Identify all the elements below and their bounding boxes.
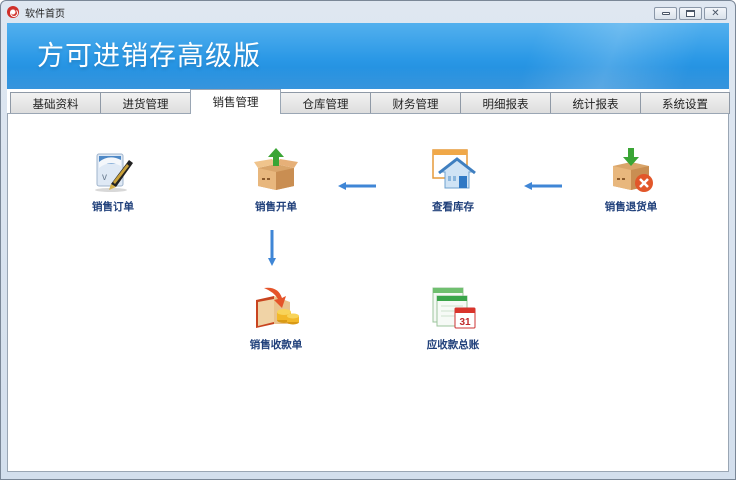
tab-label: 基础资料 xyxy=(32,96,79,111)
wallet-coins-icon xyxy=(252,284,300,332)
header-banner: 方可进销存高级版 xyxy=(7,23,729,89)
close-icon: ✕ xyxy=(711,7,720,19)
receivables-ledger-label: 应收款总账 xyxy=(426,339,480,351)
calendar-day: 31 xyxy=(459,317,471,328)
sales-order-label: 销售订单 xyxy=(92,201,134,213)
sales-receipt-button[interactable]: 销售收款单 xyxy=(231,284,321,352)
sales-invoice-label: 销售开单 xyxy=(255,201,297,213)
view-stock-label: 查看库存 xyxy=(432,201,474,213)
tab-statistics-reports[interactable]: 统计报表 xyxy=(550,92,641,114)
maximize-button[interactable] xyxy=(679,7,702,20)
close-button[interactable]: ✕ xyxy=(704,7,727,20)
tab-sales-management[interactable]: 销售管理 xyxy=(190,89,281,114)
tab-label: 统计报表 xyxy=(572,96,619,111)
sales-return-label: 销售退货单 xyxy=(604,201,658,213)
title-bar: 软件首页 ✕ xyxy=(1,1,735,23)
arrow-left-icon xyxy=(338,179,376,190)
window-controls: ✕ xyxy=(654,7,727,20)
box-return-cancel-icon xyxy=(607,146,655,194)
app-logo-icon xyxy=(7,6,19,18)
receivables-ledger-button[interactable]: 31 应收款总账 xyxy=(408,284,498,352)
document-pen-icon: v xyxy=(89,146,137,194)
maximize-icon xyxy=(686,10,695,17)
tab-label: 进货管理 xyxy=(122,96,169,111)
tab-warehouse-management[interactable]: 仓库管理 xyxy=(280,92,371,114)
minimize-icon xyxy=(661,12,670,15)
sales-invoice-button[interactable]: 销售开单 xyxy=(231,146,321,214)
calendar-ledger-icon: 31 xyxy=(429,284,477,332)
tab-finance-management[interactable]: 财务管理 xyxy=(370,92,461,114)
box-upload-icon xyxy=(252,146,300,194)
tab-detail-reports[interactable]: 明细报表 xyxy=(460,92,551,114)
tab-label: 系统设置 xyxy=(662,96,708,111)
product-title: 方可进销存高级版 xyxy=(37,41,261,72)
tab-label: 明细报表 xyxy=(482,96,529,111)
view-stock-button[interactable]: 查看库存 xyxy=(408,146,498,214)
main-tab-bar: 基础资料 进货管理 销售管理 仓库管理 财务管理 明细报表 统计报表 系统设置 xyxy=(7,89,730,114)
tab-system-settings[interactable]: 系统设置 xyxy=(640,92,730,114)
sales-workflow-panel: v 销售订单 销售开单 xyxy=(7,113,729,472)
svg-text:v: v xyxy=(102,172,107,183)
tab-label: 销售管理 xyxy=(212,95,259,109)
minimize-button[interactable] xyxy=(654,7,677,20)
window-title: 软件首页 xyxy=(25,8,65,20)
tab-purchase-management[interactable]: 进货管理 xyxy=(100,92,191,114)
arrow-left-icon xyxy=(524,179,562,190)
tab-label: 财务管理 xyxy=(392,96,439,111)
sales-receipt-label: 销售收款单 xyxy=(249,339,303,351)
sales-order-button[interactable]: v 销售订单 xyxy=(68,146,158,214)
sales-return-button[interactable]: 销售退货单 xyxy=(586,146,676,214)
tab-basic-data[interactable]: 基础资料 xyxy=(10,92,101,114)
tab-label: 仓库管理 xyxy=(302,96,349,111)
warehouse-house-icon xyxy=(429,146,477,194)
arrow-down-icon xyxy=(268,230,276,266)
